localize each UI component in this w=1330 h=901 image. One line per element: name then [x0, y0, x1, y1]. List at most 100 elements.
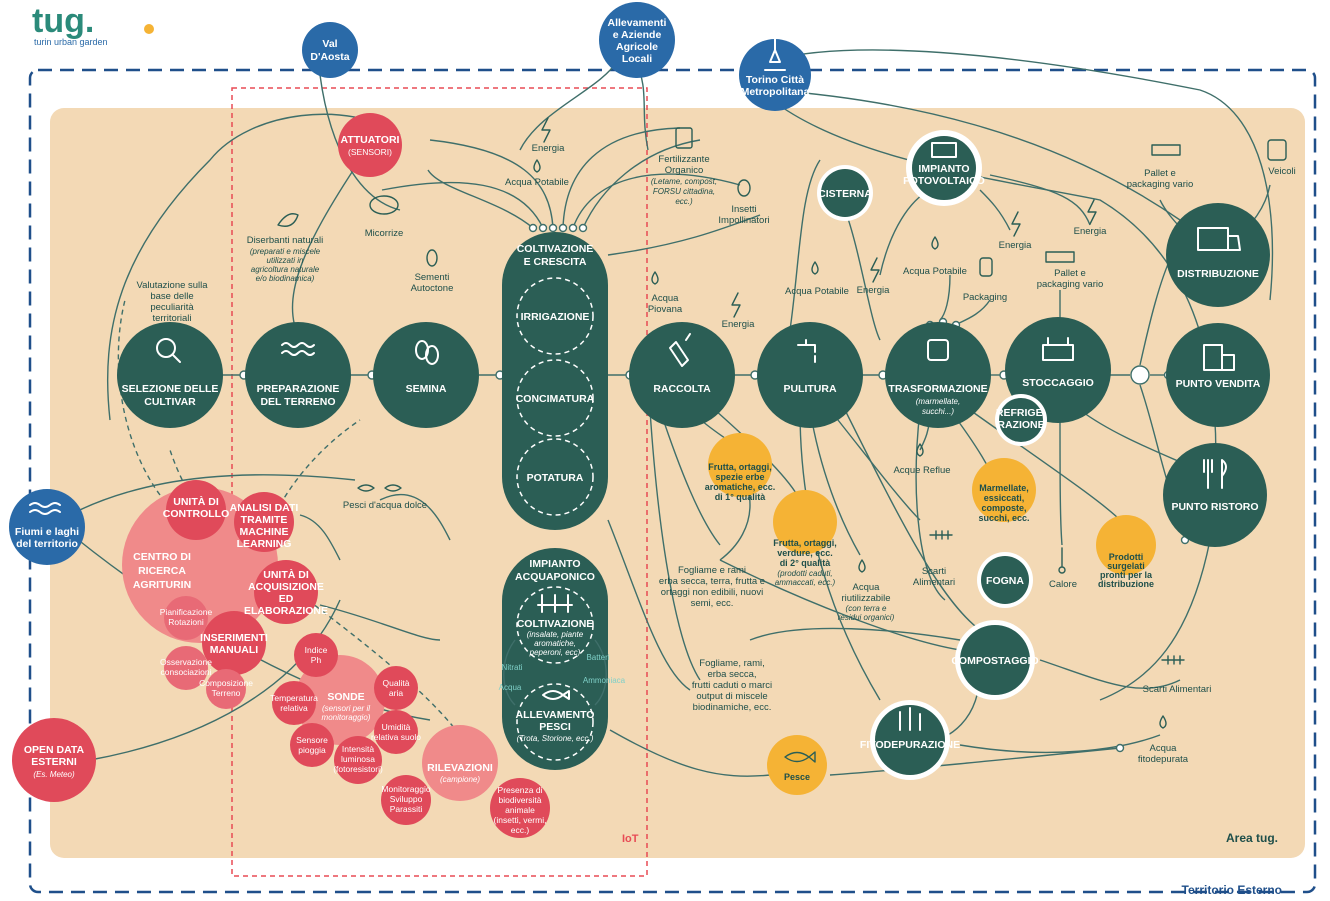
label-acqua-potabile-top: Acqua Potabile	[505, 159, 569, 188]
ring-impianto-fotovoltaico[interactable]: IMPIANTO FOTOVOLTAICO	[903, 130, 985, 206]
svg-text:(Es. Meteo): (Es. Meteo)	[33, 770, 75, 779]
svg-text:FOGNA: FOGNA	[986, 575, 1024, 587]
node-intensita-luminosa[interactable]	[334, 736, 382, 784]
svg-text:di 1° qualità: di 1° qualità	[715, 492, 767, 502]
node-attuatori[interactable]	[338, 113, 402, 177]
svg-text:Alimentari: Alimentari	[913, 577, 955, 588]
harvest-carrot-icon	[669, 333, 691, 367]
svg-text:MANUALI: MANUALI	[210, 644, 258, 656]
svg-text:semi, ecc.: semi, ecc.	[691, 598, 734, 609]
fishbone-icon	[929, 530, 953, 540]
yellow-frutta-seconda-qualita[interactable]: Frutta, ortaggi, verdure, ecc. di 2° qua…	[773, 490, 837, 587]
node-unita-acquisizione[interactable]	[254, 560, 318, 624]
svg-text:Pesce: Pesce	[784, 772, 810, 782]
node-sonde[interactable]	[295, 655, 385, 745]
label-acqua-piovana: Acqua Piovana	[648, 271, 683, 315]
node-qualita-aria[interactable]	[374, 666, 418, 710]
iot-area-border	[231, 87, 648, 877]
node-pianificazione[interactable]	[164, 596, 208, 640]
svg-text:Temperatura: Temperatura	[270, 693, 318, 703]
svg-text:Pallet e: Pallet e	[1144, 168, 1176, 179]
node-unita-controllo[interactable]	[166, 480, 226, 540]
node-raccolta[interactable]: RACCOLTA	[629, 322, 735, 428]
node-open-data-esterni[interactable]: OPEN DATA ESTERNI (Es. Meteo)	[12, 718, 96, 802]
node-composizione[interactable]	[206, 669, 246, 709]
svg-text:(SENSORI): (SENSORI)	[348, 147, 392, 157]
svg-text:distribuzione: distribuzione	[1098, 579, 1154, 589]
node-indice-ph[interactable]	[294, 633, 338, 677]
logo-dot	[144, 24, 154, 34]
svg-text:IMPIANTO: IMPIANTO	[918, 163, 969, 175]
sub-irrigazione[interactable]: IRRIGAZIONE	[516, 277, 594, 355]
ring-cisterna[interactable]: CISTERNA	[817, 165, 873, 221]
coltivazione-crescita-block[interactable]: COLTIVAZIONE E CRESCITA IRRIGAZIONE CONC…	[502, 232, 608, 530]
tug-logo[interactable]: tug. turin urban garden	[32, 2, 154, 47]
node-semina[interactable]: SEMINA	[373, 322, 479, 428]
sub-potatura[interactable]: POTATURA	[516, 438, 594, 516]
yellow-frutta-prima-qualita[interactable]: Frutta, ortaggi, spezie erbe aromatiche,…	[705, 433, 776, 502]
node-inserimenti-manuali[interactable]	[202, 611, 266, 675]
yellow-marmellate[interactable]: Marmellate, essiccati, composte, succhi,…	[972, 458, 1036, 523]
svg-text:UNITÀ DI: UNITÀ DI	[173, 495, 219, 508]
node-punto-vendita[interactable]: PUNTO VENDITA	[1166, 323, 1270, 427]
svg-text:Energia: Energia	[857, 285, 890, 296]
sub-concimatura[interactable]: CONCIMATURA	[516, 359, 595, 437]
label-acque-reflue: Acque Reflue	[893, 443, 951, 476]
fish-icon	[542, 690, 570, 700]
svg-text:Acqua Potabile: Acqua Potabile	[785, 286, 849, 297]
yellow-surgelati[interactable]: Prodotti surgelati pronti per la distrib…	[1096, 515, 1156, 589]
ring-fogna[interactable]: FOGNA	[977, 552, 1033, 608]
node-punto-ristoro[interactable]: PUNTO RISTORO	[1163, 443, 1267, 547]
node-preparazione-terreno[interactable]: PREPARAZIONE DEL TERRENO	[245, 322, 351, 428]
svg-text:Qualità: Qualità	[383, 678, 410, 688]
svg-text:CULTIVAR: CULTIVAR	[144, 396, 196, 408]
svg-text:Composizione: Composizione	[199, 678, 253, 688]
svg-text:MACHINE: MACHINE	[240, 526, 289, 538]
node-analisi-dati[interactable]	[234, 492, 294, 552]
svg-text:Allevamenti: Allevamenti	[608, 17, 667, 29]
impianto-acquaponico-block[interactable]: IMPIANTO ACQUAPONICO COLTIVAZIONE (insal…	[499, 548, 626, 770]
node-trasformazione[interactable]: TRASFORMAZIONE (marmellate, succhi...)	[885, 322, 991, 428]
svg-text:Pianificazione: Pianificazione	[160, 607, 213, 617]
svg-text:agricoltura naturale: agricoltura naturale	[251, 265, 320, 274]
node-sensore-pioggia[interactable]	[290, 723, 334, 767]
node-allevamenti-locali[interactable]: Allevamenti e Aziende Agricole Locali	[599, 2, 675, 78]
svg-text:FORSU cittadina,: FORSU cittadina,	[653, 187, 715, 196]
node-val-daosta[interactable]: Val D'Aosta	[302, 22, 358, 78]
node-fiumi-laghi[interactable]: Fiumi e laghi del territorio	[9, 489, 85, 565]
node-monitoraggio-parassiti[interactable]	[381, 775, 431, 825]
svg-text:IMPIANTO: IMPIANTO	[529, 558, 580, 570]
svg-text:(con terra e: (con terra e	[846, 604, 887, 613]
label-sementi: Sementi Autoctone	[411, 249, 453, 294]
drop-icon	[931, 236, 939, 250]
label-valutazione: Valutazione sulla base delle peculiarità…	[136, 280, 208, 324]
thermometer-icon	[1058, 547, 1066, 574]
svg-text:RICERCA: RICERCA	[138, 565, 186, 577]
node-torino-citta-metropolitana[interactable]: Torino Città Metropolitana	[739, 37, 811, 111]
node-osservazione[interactable]	[164, 646, 208, 690]
svg-text:relativa suolo: relativa suolo	[371, 732, 421, 742]
yellow-pesce[interactable]: Pesce	[767, 735, 827, 795]
svg-text:ecc.): ecc.)	[675, 197, 693, 206]
svg-text:Diserbanti naturali: Diserbanti naturali	[247, 235, 324, 246]
svg-text:CONTROLLO: CONTROLLO	[163, 508, 230, 520]
soil-waves-icon	[281, 342, 315, 356]
ring-fitodepurazione[interactable]: FITODEPURAZIONE	[860, 700, 960, 780]
bolt-icon	[1011, 211, 1021, 237]
label-packaging: Packaging	[963, 257, 1007, 303]
node-biodiversita[interactable]	[490, 778, 550, 838]
node-distribuzione[interactable]: DISTRIBUZIONE	[1166, 203, 1270, 307]
sub-allevamento-pesci[interactable]: ALLEVAMENTO PESCI (Trota, Storione, ecc.…	[516, 683, 595, 761]
node-pulitura[interactable]: PULITURA	[757, 322, 863, 428]
ring-compostaggio[interactable]: COMPOSTAGGIO	[951, 620, 1039, 700]
node-umidita[interactable]	[374, 710, 418, 754]
node-temperatura[interactable]	[272, 681, 316, 725]
svg-text:Veicoli: Veicoli	[1268, 166, 1295, 177]
svg-text:SELEZIONE DELLE: SELEZIONE DELLE	[122, 383, 219, 395]
svg-text:RILEVAZIONI: RILEVAZIONI	[427, 762, 493, 774]
sub-coltivazione-acquaponica[interactable]: COLTIVAZIONE (insalate, piante aromatich…	[516, 586, 594, 664]
ring-refrigerazione[interactable]: REFRIGE- RAZIONE	[995, 394, 1047, 446]
node-selezione-cultivar[interactable]: SELEZIONE DELLE CULTIVAR	[117, 322, 223, 428]
area-tug-label: Area tug.	[1226, 831, 1278, 845]
node-rilevazioni[interactable]	[422, 725, 498, 801]
